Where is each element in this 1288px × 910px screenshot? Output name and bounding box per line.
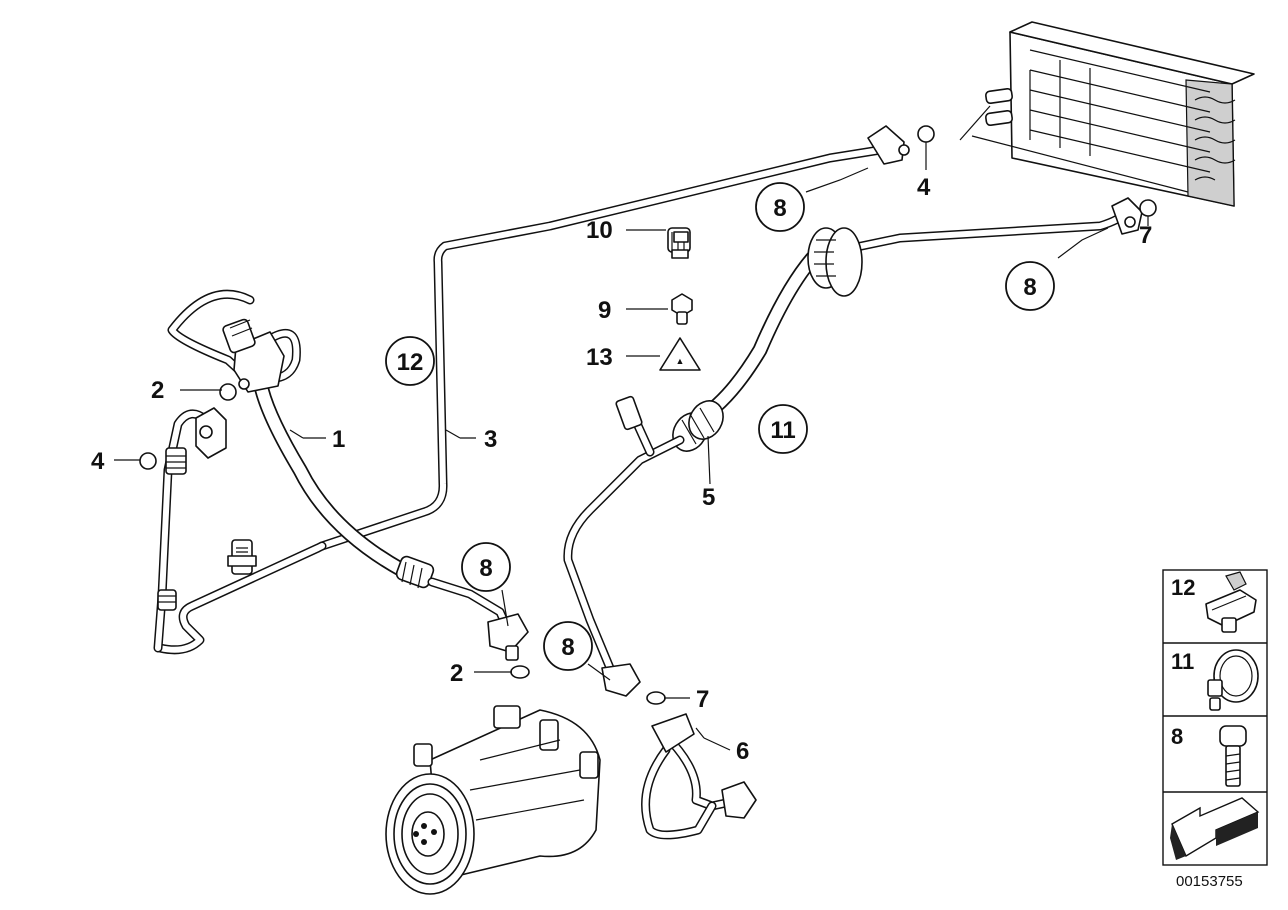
o-ring-4-left (139, 452, 157, 470)
callout-4-left: 4 (91, 448, 105, 475)
hose-1 (167, 289, 529, 661)
callout-6: 6 (736, 738, 749, 765)
image-id: 00153755 (1176, 873, 1243, 890)
callout-circle-8-top: 8 (755, 182, 805, 232)
leader-lines (114, 142, 1149, 751)
svg-text:12: 12 (1171, 575, 1195, 600)
o-ring-4-top (917, 125, 935, 143)
callout-10: 10 (586, 217, 613, 244)
o-ring-2-bottom (510, 665, 530, 679)
evaporator (959, 21, 1255, 207)
svg-text:8: 8 (1171, 724, 1183, 749)
line-11 (563, 197, 1143, 697)
legend-item-arrow (1170, 797, 1260, 860)
svg-text:8: 8 (1023, 274, 1036, 301)
svg-text:8: 8 (479, 555, 492, 582)
pipe-left (153, 407, 227, 653)
callout-circle-8-right: 8 (1005, 261, 1055, 311)
svg-text:11: 11 (770, 417, 795, 444)
callout-circle-8-bottom: 8 (543, 621, 593, 671)
callout-circle-8-middle: 8 (461, 542, 511, 592)
pressure-sensor-10 (667, 227, 691, 259)
pipe-3 (155, 125, 910, 655)
warning-label-13: ▲ (659, 337, 701, 371)
svg-text:▲: ▲ (676, 356, 685, 366)
pipe-6 (641, 713, 757, 840)
callout-circle-12: 12 (385, 336, 435, 386)
svg-text:11: 11 (1171, 649, 1194, 674)
svg-text:8: 8 (561, 634, 574, 661)
legend-item-bolt: 8 (1171, 724, 1247, 787)
o-ring-7-bottom (646, 691, 666, 705)
svg-text:12: 12 (397, 349, 424, 376)
callout-5: 5 (702, 484, 715, 511)
callout-1: 1 (332, 426, 345, 453)
callout-7-top: 7 (1139, 222, 1152, 249)
callout-2-bottom: 2 (450, 660, 463, 687)
legend-panel: 12 11 8 (1162, 569, 1268, 866)
compressor (385, 705, 601, 895)
callout-2-left: 2 (151, 377, 164, 404)
callout-circle-11: 11 (758, 404, 808, 454)
o-ring-2-left (219, 383, 237, 401)
callout-3: 3 (484, 426, 497, 453)
valve-core-9 (671, 293, 693, 325)
callout-7-bottom: 7 (696, 686, 709, 713)
o-ring-7-top (1139, 199, 1157, 217)
legend-item-hose-clamp: 11 (1171, 649, 1259, 711)
legend-item-clip: 12 (1171, 571, 1257, 633)
svg-text:8: 8 (773, 195, 786, 222)
callout-4-top: 4 (917, 174, 931, 201)
callout-13: 13 (586, 344, 613, 371)
callout-9: 9 (598, 297, 611, 324)
